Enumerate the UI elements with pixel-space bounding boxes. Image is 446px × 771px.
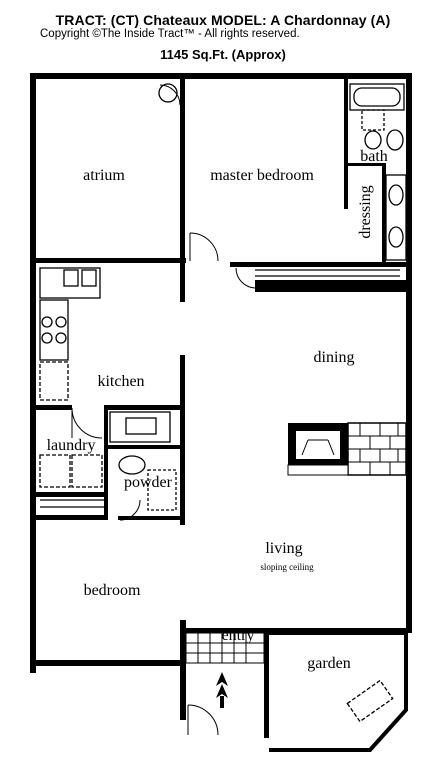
room-label-powder: powder: [124, 474, 173, 491]
window-marks: [32, 75, 400, 640]
door-swings: [71, 84, 257, 736]
room-label-dressing: dressing: [357, 185, 374, 238]
room-label-bedroom: bedroom: [84, 582, 141, 599]
room-label-bath: bath: [360, 148, 388, 165]
entry-tile: [185, 632, 265, 664]
room-label-living: living: [265, 540, 302, 557]
room-label-dining: dining: [314, 349, 355, 366]
copyright-line: Copyright ©The Inside Tract™ - All right…: [40, 28, 300, 40]
room-label-atrium: atrium: [83, 167, 125, 184]
room-label-garden: garden: [307, 655, 351, 672]
plan-title: TRACT: (CT) Chateaux MODEL: A Chardonnay…: [55, 12, 391, 28]
entry-arrow-icon: [216, 672, 228, 708]
interior-walls: [36, 79, 408, 525]
room-label-master-bedroom: master bedroom: [210, 167, 314, 184]
living-note: sloping ceiling: [260, 562, 314, 572]
square-footage: 1145 Sq.Ft. (Approx): [160, 47, 286, 62]
room-label-kitchen: kitchen: [97, 373, 144, 390]
garden-bay: [269, 631, 408, 752]
fireplace-hearth: [287, 422, 407, 476]
room-label-laundry: laundry: [47, 437, 96, 454]
room-label-entry: entry: [222, 627, 255, 644]
